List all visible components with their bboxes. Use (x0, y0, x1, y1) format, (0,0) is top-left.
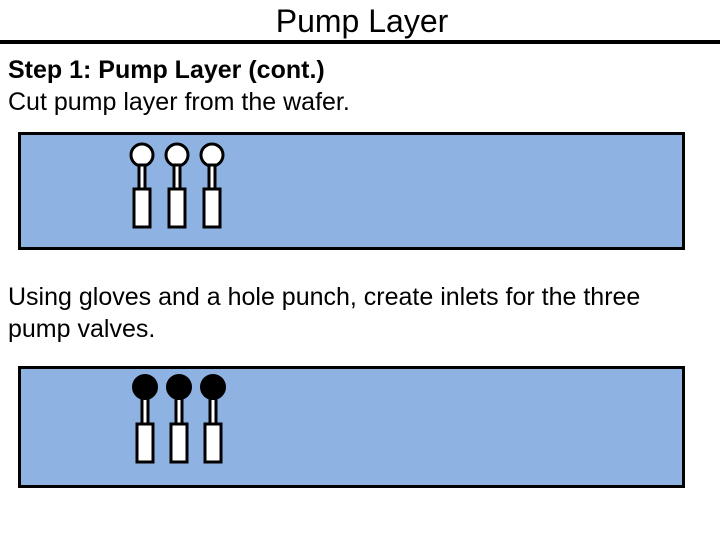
pump-valve-1-punched (132, 374, 158, 464)
valve-stem-1 (137, 163, 147, 192)
valve-inlet-1 (129, 142, 155, 168)
valve-chamber-1 (132, 187, 152, 229)
pump-valve-3 (199, 142, 225, 229)
step-heading: Step 1: Pump Layer (cont.) (8, 56, 325, 84)
pump-valves-diagram-after (132, 374, 226, 464)
pump-valve-2-punched (166, 374, 192, 464)
pump-valve-2 (164, 142, 190, 229)
valve-chamber-2 (167, 187, 187, 229)
valve-stem-3 (207, 163, 217, 192)
pump-layer-panel-uncut-inlets (18, 132, 685, 250)
pump-valve-3-punched (200, 374, 226, 464)
punched-inlet-2 (166, 374, 192, 400)
step-description: Cut pump layer from the wafer. (8, 88, 350, 116)
pump-layer-panel-punched-inlets (18, 366, 685, 488)
valve-chamber-3-punched (203, 422, 223, 464)
valve-chamber-1-punched (135, 422, 155, 464)
pump-valve-1 (129, 142, 155, 229)
punched-inlet-1 (132, 374, 158, 400)
punched-inlet-3 (200, 374, 226, 400)
slide-title: Pump Layer (275, 3, 449, 39)
valve-chamber-3 (202, 187, 222, 229)
title-underline (0, 40, 720, 44)
pump-valves-diagram-before (129, 142, 225, 229)
valve-inlet-3 (199, 142, 225, 168)
inlet-punch-instruction: Using gloves and a hole punch, create in… (8, 283, 641, 343)
valve-chamber-2-punched (169, 422, 189, 464)
valve-inlet-2 (164, 142, 190, 168)
valve-stem-2 (172, 163, 182, 192)
